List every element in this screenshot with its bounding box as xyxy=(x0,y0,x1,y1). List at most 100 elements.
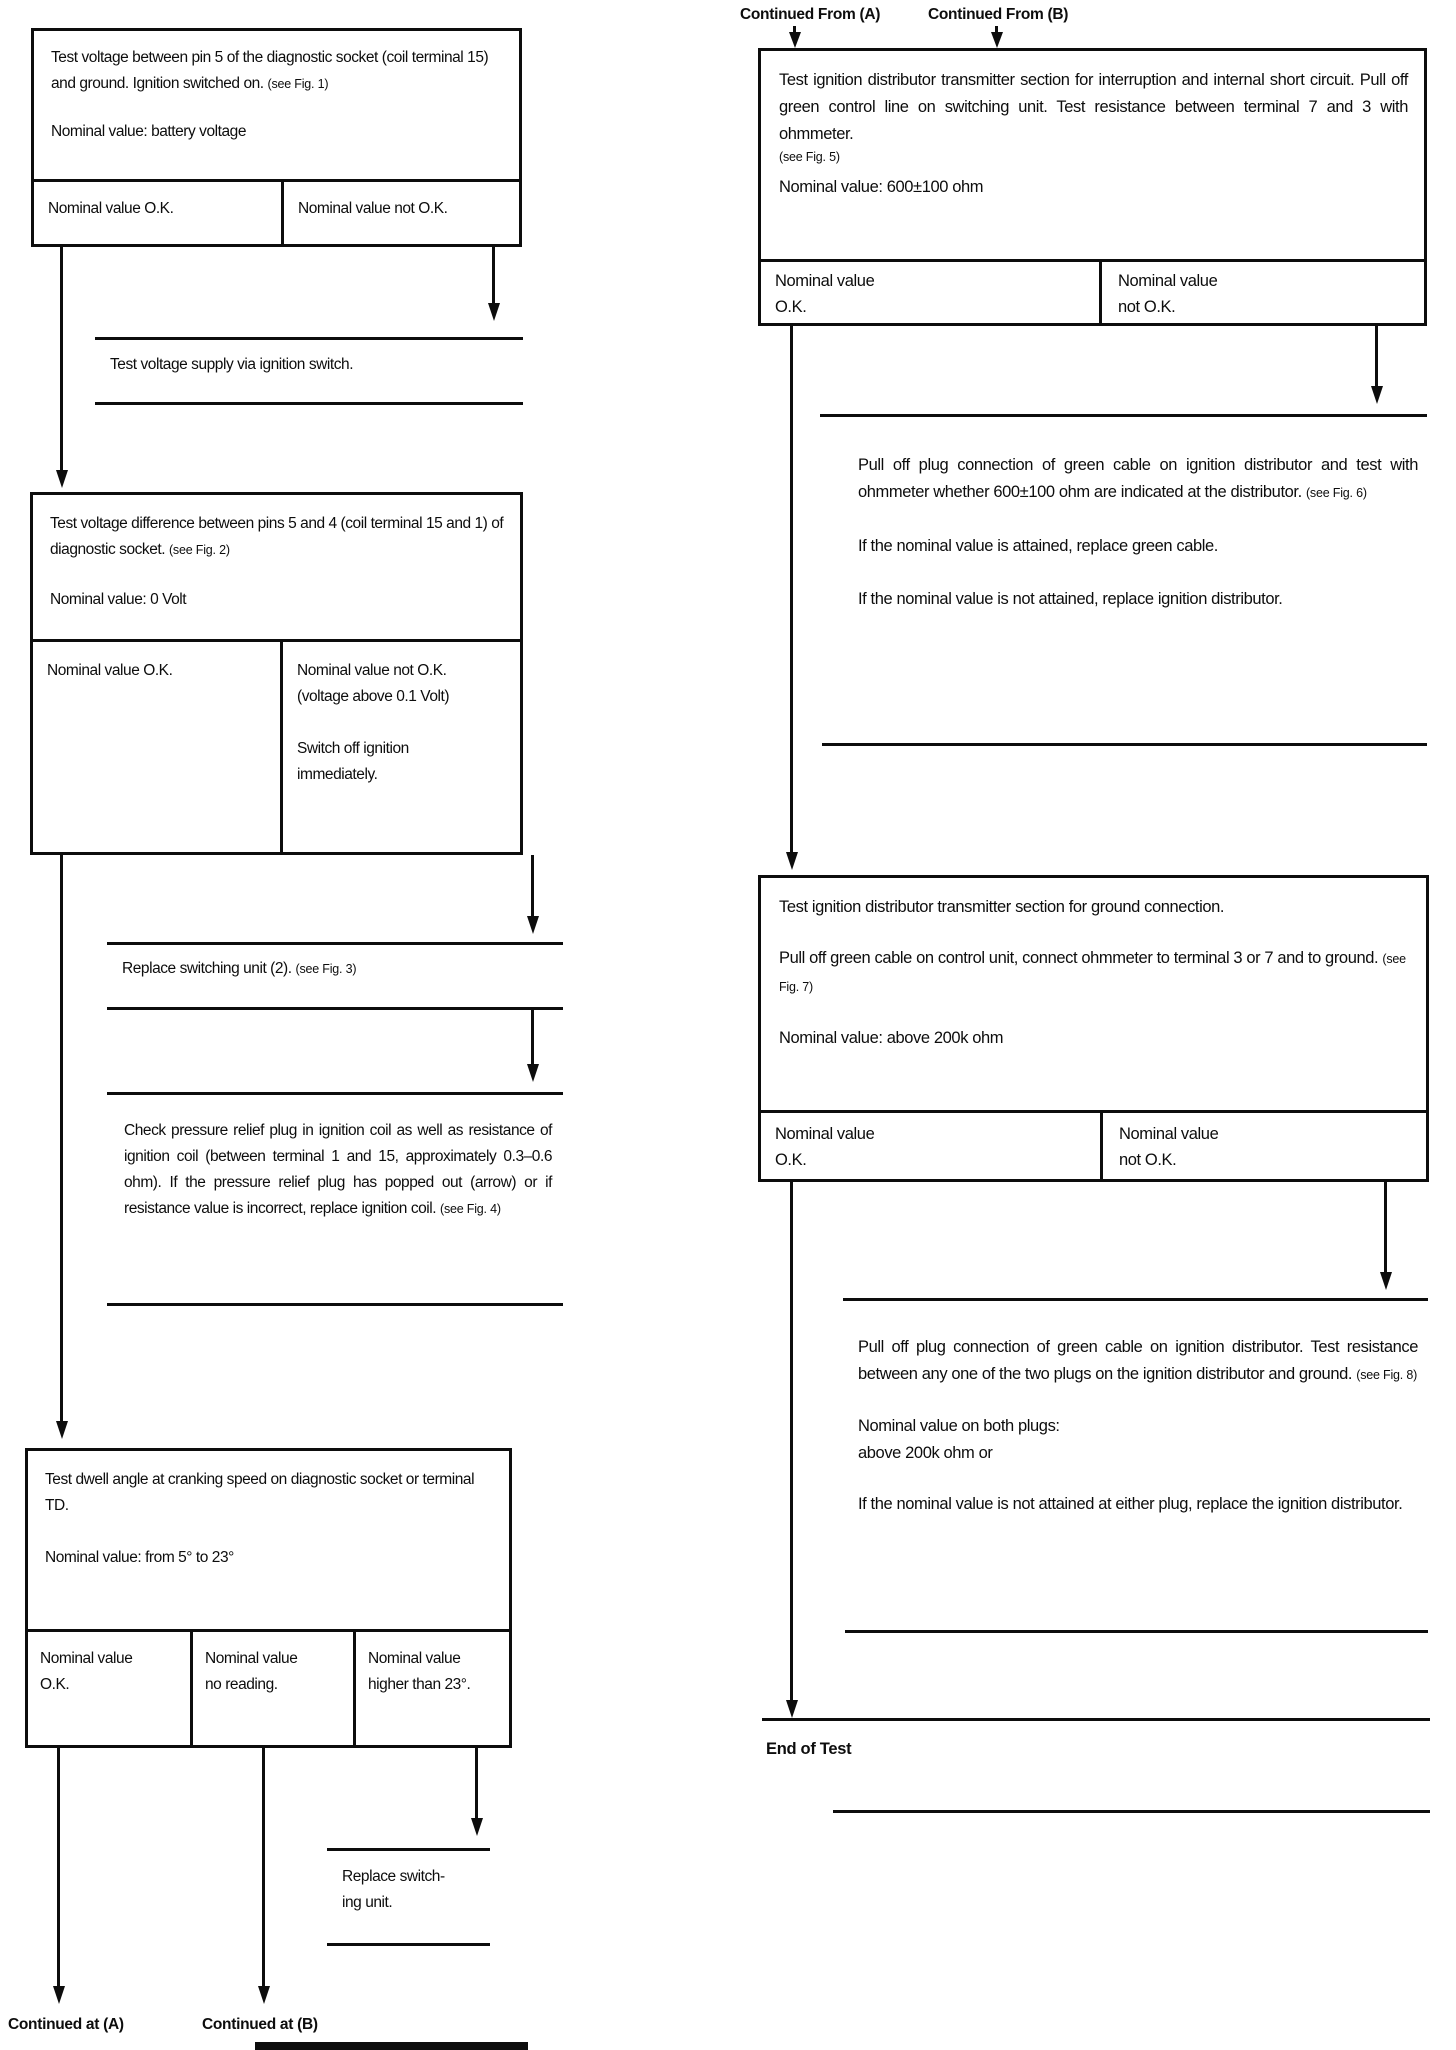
arrow-l1-ok xyxy=(60,247,63,472)
arrowhead-l1-not-ok xyxy=(488,303,500,321)
step-test-transmitter-interruption: Test ignition distributor transmitter se… xyxy=(758,48,1427,326)
step-test-voltage-pin5: Test voltage between pin 5 of the diagno… xyxy=(31,28,522,247)
step-test-voltage-diff: Test voltage difference between pins 5 a… xyxy=(30,492,523,855)
note-line-bottom xyxy=(822,743,1427,746)
arrow-to-check-coil xyxy=(531,1007,534,1066)
note-line-bottom xyxy=(95,402,523,405)
outcome-no-reading: Nominal value no reading. xyxy=(190,1632,353,1745)
note-p3: If the nominal value is not attained at … xyxy=(858,1495,1403,1513)
step-text: Test voltage between pin 5 of the diagno… xyxy=(34,31,519,179)
end-line-bottom xyxy=(833,1810,1430,1813)
arrowhead-l1-ok xyxy=(56,470,68,488)
note-line-top xyxy=(107,1092,563,1095)
note-replace-short: Replace switch- ing unit. xyxy=(342,1868,445,1911)
fig-ref-7: (see Fig. 7) xyxy=(779,952,1406,994)
step-test-transmitter-ground: Test ignition distributor transmitter se… xyxy=(758,875,1429,1182)
fig-ref-2: (see Fig. 2) xyxy=(168,543,230,557)
note-p2: If the nominal value is attained, replac… xyxy=(858,537,1218,555)
step-test-dwell-angle: Test dwell angle at cranking speed on di… xyxy=(25,1448,512,1748)
connector-continued-from-b: Continued From (B) xyxy=(928,6,1069,23)
outcome-row: Nominal value O.K. Nominal value no read… xyxy=(28,1629,509,1745)
outcome-ok: Nominal value O.K. xyxy=(775,272,875,316)
step-text: Test ignition distributor transmitter se… xyxy=(761,878,1426,1110)
note-plug-resistance: Pull off plug connection of green cable … xyxy=(858,1334,1418,1518)
outcome-ok: Nominal value O.K. xyxy=(775,1125,875,1169)
connector-continued-at-b: Continued at (B) xyxy=(202,2016,318,2033)
note-line-top xyxy=(95,337,523,340)
note-line-bottom xyxy=(107,1007,563,1010)
nominal-value: Nominal value: battery voltage xyxy=(51,123,247,140)
fig-ref-1: (see Fig. 1) xyxy=(267,77,329,91)
outcome-ok: Nominal value O.K. xyxy=(40,1650,133,1693)
note-line-bottom xyxy=(327,1943,490,1946)
note-p1: Pull off plug connection of green cable … xyxy=(858,456,1418,501)
arrowhead-to-check-coil xyxy=(527,1064,539,1082)
step-body: Test voltage difference between pins 5 a… xyxy=(50,515,504,558)
arrow-from-a xyxy=(793,26,796,34)
outcome-not-ok: Nominal value not O.K. (voltage above 0.… xyxy=(280,642,520,852)
arrowhead-r2-ok xyxy=(786,1700,798,1718)
arrowhead-r1-ok xyxy=(786,852,798,870)
outcome-ok: Nominal value O.K. xyxy=(48,200,174,217)
arrow-r2-ok xyxy=(790,1182,793,1702)
fig-ref-4: (see Fig. 4) xyxy=(440,1202,501,1216)
arrowhead-r1-not-ok xyxy=(1371,386,1383,404)
outcome-not-ok-line: (voltage above 0.1 Volt) xyxy=(297,688,450,705)
fig-ref-3: (see Fig. 3) xyxy=(295,962,357,976)
note-p1: Pull off plug connection of green cable … xyxy=(858,1338,1418,1383)
note-p2: Nominal value on both plugs: above 200k … xyxy=(858,1417,1060,1462)
arrow-l3-higher xyxy=(475,1748,478,1820)
step-body: Test dwell angle at cranking speed on di… xyxy=(45,1471,475,1514)
note-line-top xyxy=(107,942,563,945)
outcome-not-ok-line: Nominal value not O.K. xyxy=(297,662,447,679)
note-line-top xyxy=(843,1298,1428,1301)
arrowhead-r2-not-ok xyxy=(1380,1272,1392,1290)
outcome-row: Nominal value O.K. Nominal value not O.K… xyxy=(761,1110,1426,1179)
step-body: Test ignition distributor transmitter se… xyxy=(779,898,1225,916)
note-line-bottom xyxy=(845,1630,1428,1633)
end-of-test-label: End of Test xyxy=(766,1740,852,1758)
arrow-l2-ok xyxy=(60,855,63,1423)
arrow-l1-not-ok xyxy=(492,247,495,305)
note-replace-unit: Replace switching unit (2). (see Fig. 3) xyxy=(122,960,357,977)
note-line-top xyxy=(820,414,1427,417)
outcome-row: Nominal value O.K. Nominal value not O.K… xyxy=(34,179,519,244)
step-body: Test voltage between pin 5 of the diagno… xyxy=(51,49,489,92)
arrowhead-from-b xyxy=(991,32,1003,48)
note-p3: If the nominal value is not attained, re… xyxy=(858,590,1283,608)
note-ignition-switch: Test voltage supply via ignition switch. xyxy=(110,356,354,373)
note-green-cable: Pull off plug connection of green cable … xyxy=(858,452,1418,613)
fig-ref-5: (see Fig. 5) xyxy=(779,150,840,164)
scan-edge-bar xyxy=(255,2042,528,2050)
note-line-top xyxy=(327,1848,490,1851)
arrow-from-b xyxy=(995,26,998,34)
note-line-bottom xyxy=(107,1303,563,1306)
arrow-r1-not-ok xyxy=(1375,326,1378,388)
outcome-warning: Switch off ignition immediately. xyxy=(297,740,409,783)
arrowhead-l2-ok xyxy=(56,1421,68,1439)
note-check-coil: Check pressure relief plug in ignition c… xyxy=(124,1122,552,1217)
fig-ref-6: (see Fig. 6) xyxy=(1305,486,1367,500)
connector-continued-from-a: Continued From (A) xyxy=(740,6,881,23)
outcome-higher-23: Nominal value higher than 23°. xyxy=(353,1632,509,1745)
arrow-l2-not-ok xyxy=(531,855,534,918)
step-text: Test ignition distributor transmitter se… xyxy=(761,51,1424,259)
arrow-l3-no-reading xyxy=(262,1748,265,1988)
nominal-value: Nominal value: from 5° to 23° xyxy=(45,1549,234,1566)
arrowhead-l3-ok xyxy=(53,1986,65,2004)
nominal-value: Nominal value: above 200k ohm xyxy=(779,1029,1004,1047)
arrow-r1-ok xyxy=(790,326,793,854)
arrowhead-from-a xyxy=(789,32,801,48)
arrowhead-l3-no-reading xyxy=(258,1986,270,2004)
outcome-row: Nominal value O.K. Nominal value not O.K… xyxy=(33,639,520,852)
step-text: Test dwell angle at cranking speed on di… xyxy=(28,1451,509,1629)
outcome-not-ok: Nominal value not O.K. xyxy=(1100,1113,1426,1179)
arrow-l3-ok xyxy=(57,1748,60,1988)
outcome-not-ok: Nominal value not O.K. xyxy=(1099,262,1424,323)
fig-ref-8: (see Fig. 8) xyxy=(1356,1368,1418,1382)
step-body2: Pull off green cable on control unit, co… xyxy=(779,949,1406,994)
nominal-value: Nominal value: 0 Volt xyxy=(50,591,187,608)
arrowhead-l3-higher xyxy=(471,1818,483,1836)
nominal-value: Nominal value: 600±100 ohm xyxy=(779,178,984,196)
